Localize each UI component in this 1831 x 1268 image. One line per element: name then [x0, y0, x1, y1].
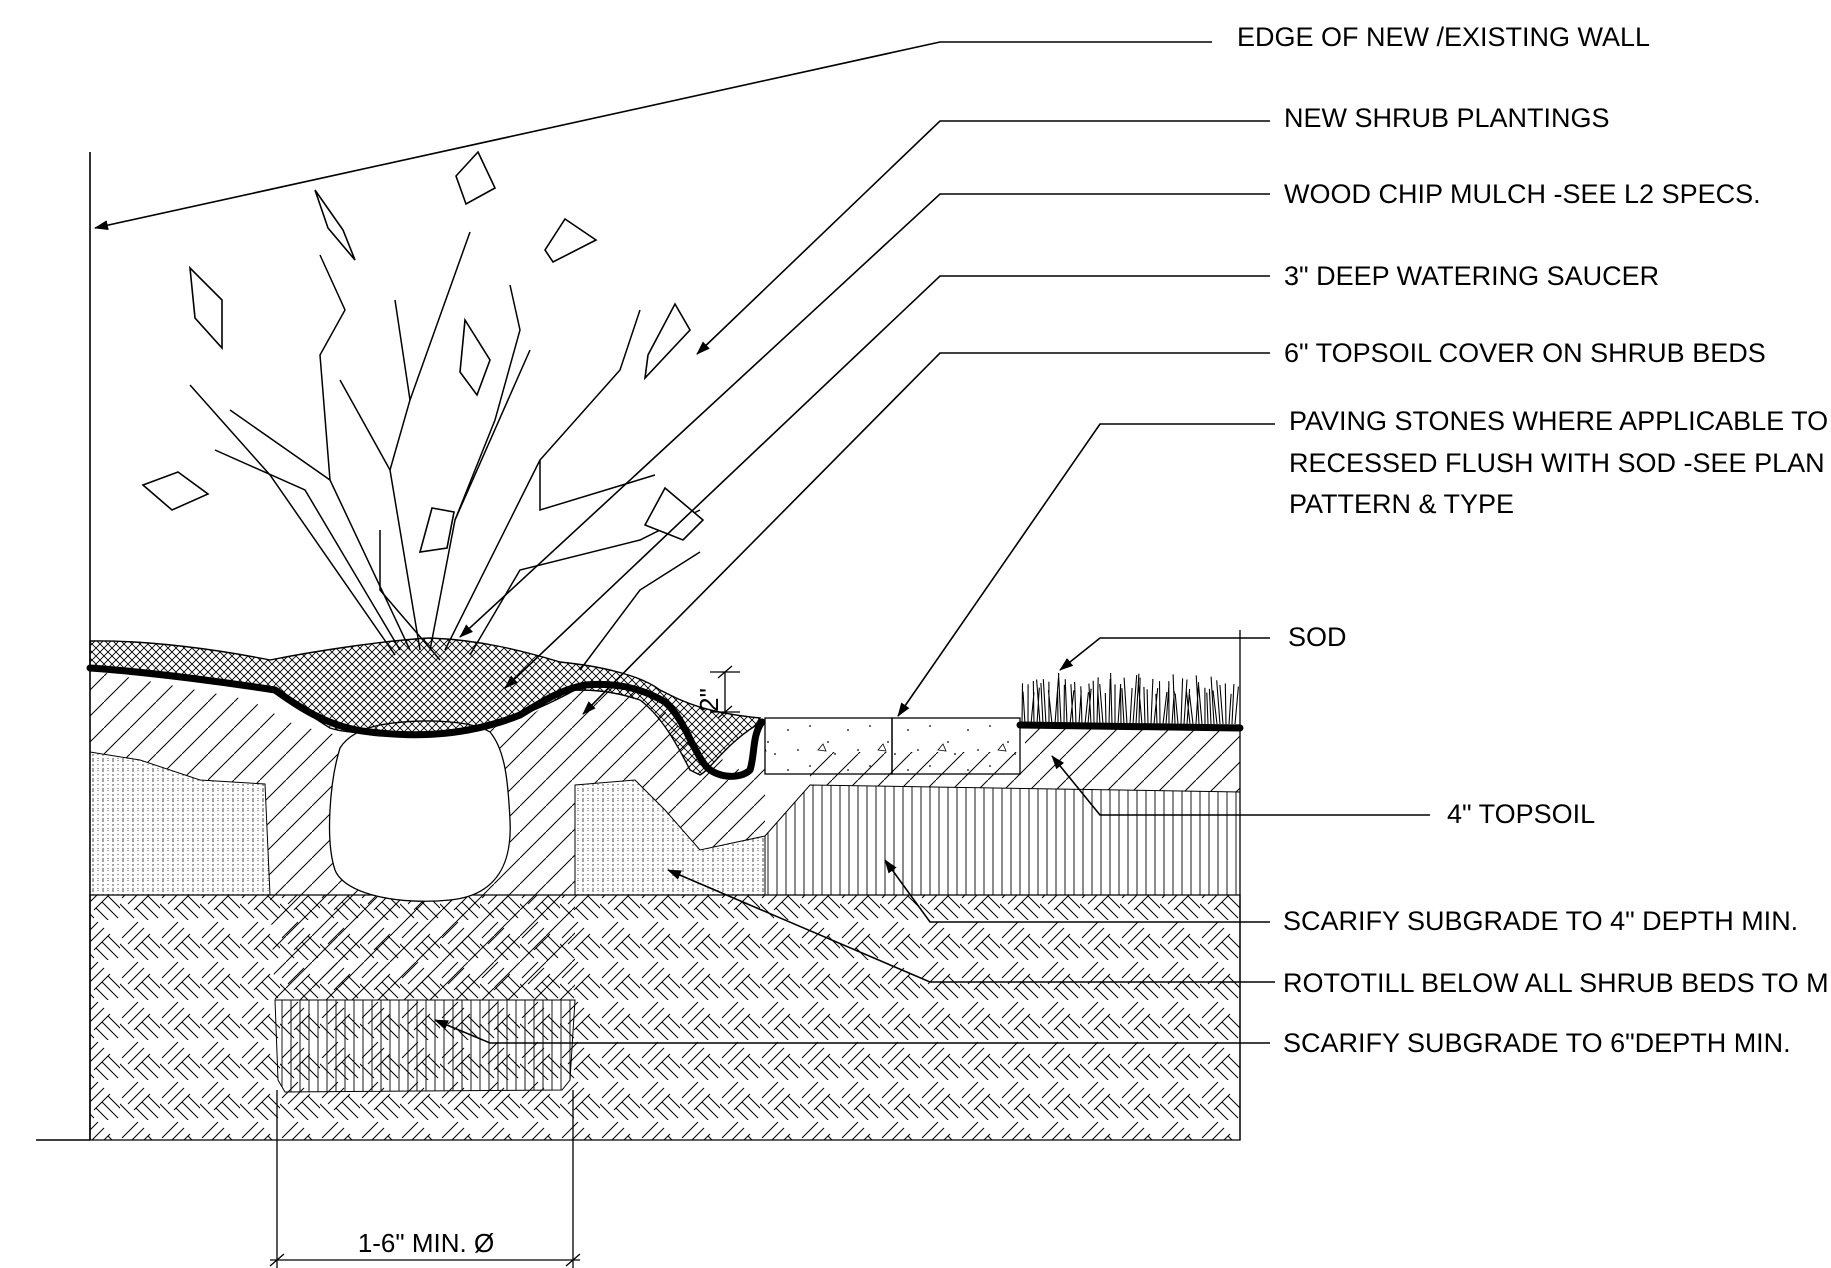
scarified-subgrade-sod	[764, 784, 1241, 896]
rototilled-zone	[89, 751, 766, 896]
label-saucer-depth: 2"	[694, 688, 724, 712]
grass-blades	[1021, 672, 1239, 725]
pit-scarified-bottom	[274, 999, 576, 1093]
paving-stones	[764, 717, 1021, 775]
label-wood-chip: WOOD CHIP MULCH -SEE L2 SPECS.	[1284, 179, 1761, 209]
shrub-leaves	[141, 150, 705, 553]
mulch-layer	[89, 637, 762, 776]
label-paving-line2: RECESSED FLUSH WITH SOD -SEE PLAN FOR	[1289, 448, 1831, 478]
subgrade-layer	[89, 894, 1241, 1141]
topsoil-cover-line	[86, 664, 1244, 780]
label-paving-line3: PATTERN & TYPE	[1289, 489, 1514, 519]
label-topsoil-4: 4" TOPSOIL	[1447, 799, 1595, 829]
label-pit-width: 1-6" MIN. Ø	[358, 1228, 494, 1258]
root-ball	[328, 720, 511, 902]
sod-grass	[1021, 672, 1239, 725]
label-watering-saucer: 3" DEEP WATERING SAUCER	[1284, 261, 1659, 291]
saucer-depth-dimension	[710, 665, 740, 719]
label-sod: SOD	[1288, 622, 1347, 652]
label-scarify-6: SCARIFY SUBGRADE TO 6"DEPTH MIN.	[1283, 1028, 1791, 1058]
label-rototill: ROTOTILL BELOW ALL SHRUB BEDS TO MIN 6" …	[1283, 968, 1831, 998]
label-new-shrub: NEW SHRUB PLANTINGS	[1284, 103, 1610, 133]
label-edge-wall: EDGE OF NEW /EXISTING WALL	[1237, 22, 1650, 52]
label-topsoil-cover: 6" TOPSOIL COVER ON SHRUB BEDS	[1284, 338, 1766, 368]
pit-width-dimension	[269, 1090, 581, 1268]
label-paving-line1: PAVING STONES WHERE APPLICABLE TO BE	[1289, 406, 1831, 436]
wall-edge	[36, 152, 1241, 1141]
shrub-branches	[189, 231, 701, 671]
label-scarify-4: SCARIFY SUBGRADE TO 4" DEPTH MIN.	[1283, 906, 1798, 936]
leader-lines	[94, 41, 1430, 1044]
labels: EDGE OF NEW /EXISTING WALL NEW SHRUB PLA…	[358, 22, 1831, 1258]
